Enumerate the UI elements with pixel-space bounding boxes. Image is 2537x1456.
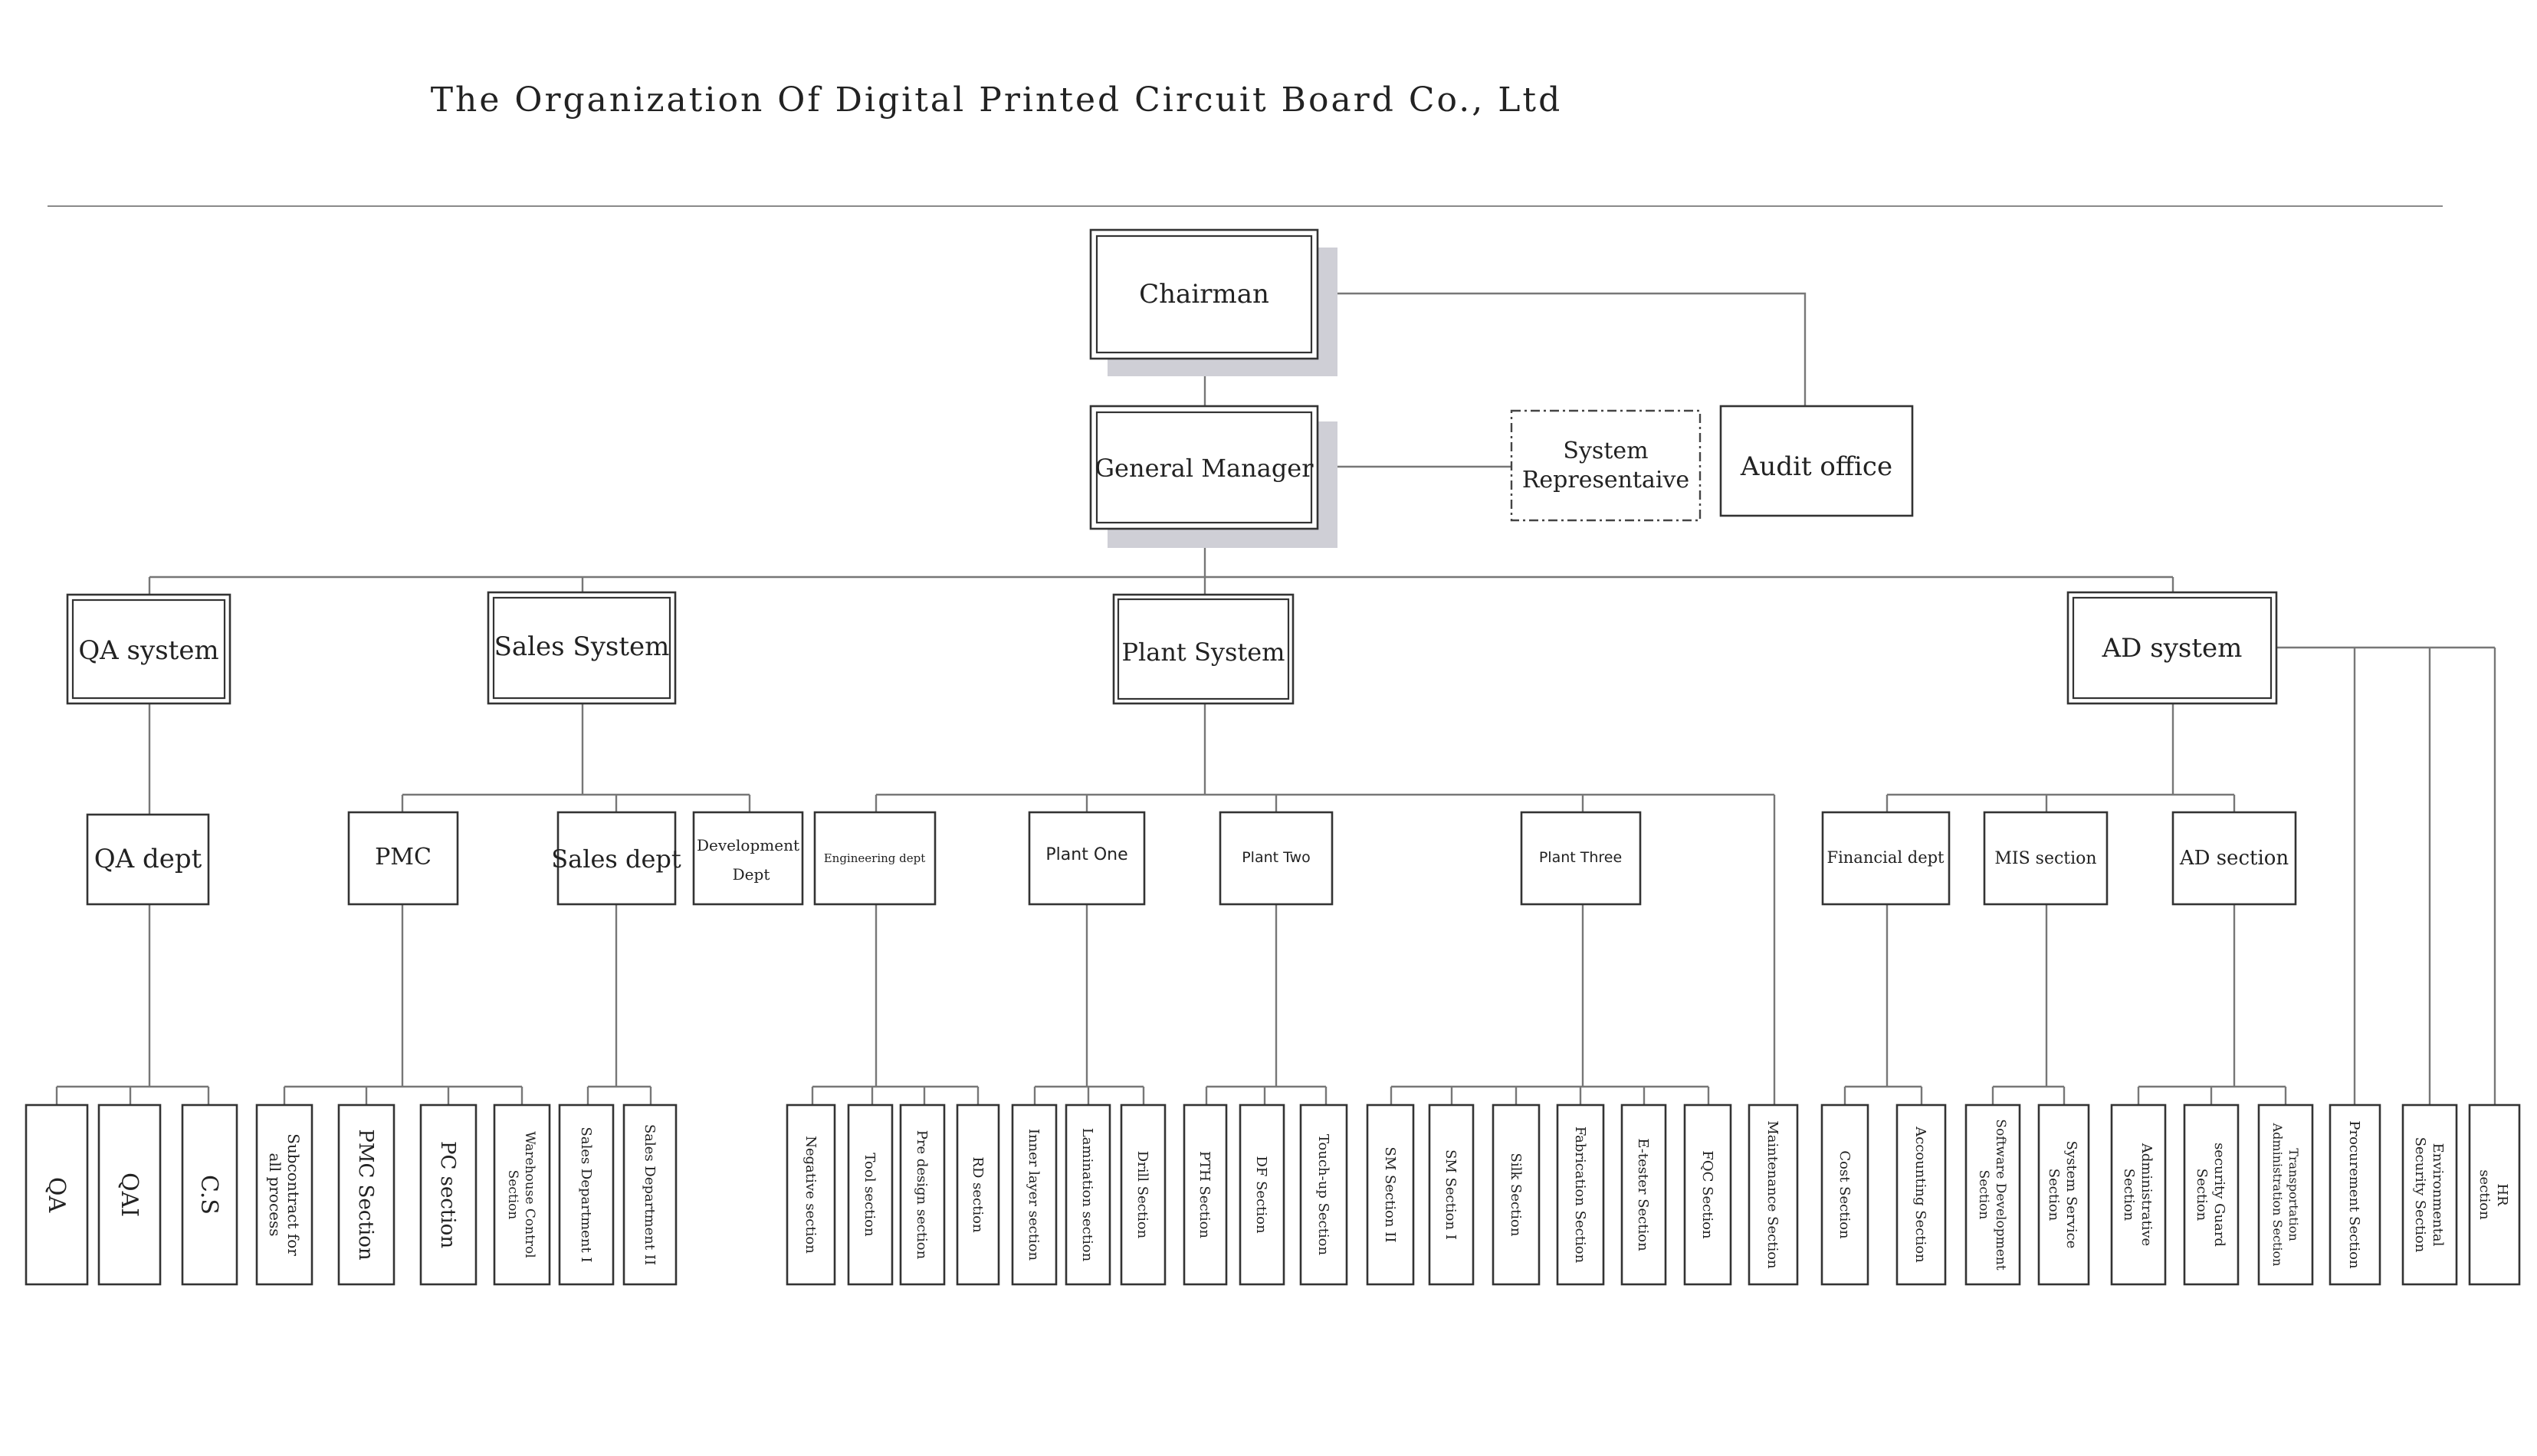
qa-dept-node: QA dept	[86, 813, 210, 906]
section-pth: PTH Section	[1196, 1151, 1213, 1238]
general-manager-node: General Manager	[1089, 405, 1337, 548]
section-subcontract-2: all process	[266, 1153, 284, 1236]
ad-section-node: AD section	[2171, 811, 2297, 906]
section-hr-1: HR	[2494, 1183, 2510, 1206]
section-cost: Cost Section	[1836, 1150, 1853, 1239]
section-maintenance: Maintenance Section	[1764, 1120, 1780, 1269]
development-dept-label-1: Development	[697, 836, 799, 854]
section-tool: Tool section	[862, 1153, 878, 1237]
sales-dept-node: Sales dept	[551, 811, 681, 906]
section-software-dev-1: Software Development	[1993, 1119, 2008, 1270]
section-environmental-2: Security Section	[2412, 1137, 2428, 1253]
section-drill: Drill Section	[1134, 1151, 1150, 1239]
section-negative: Negative section	[802, 1136, 819, 1254]
section-pre-design: Pre design section	[914, 1130, 930, 1260]
development-dept-node: Development Dept	[692, 811, 804, 906]
qa-dept-label: QA dept	[94, 844, 202, 874]
section-inner-layer: Inner layer section	[1026, 1129, 1042, 1261]
pmc-label: PMC	[375, 844, 432, 871]
section-lamination: Lamination section	[1079, 1128, 1095, 1262]
chairman-node: Chairman	[1089, 228, 1337, 376]
section-warehouse-1: Warehouse Control	[522, 1131, 537, 1258]
financial-dept-node: Financial dept	[1821, 811, 1951, 906]
section-sales-2: Sales Department II	[642, 1124, 658, 1265]
system-representative-label-2: Representaive	[1522, 467, 1689, 494]
section-silk: Silk Section	[1508, 1153, 1524, 1237]
mis-section-node: MIS section	[1983, 811, 2109, 906]
section-administrative-2: Section	[2121, 1169, 2137, 1222]
audit-office-node: Audit office	[1719, 405, 1914, 517]
plant-one-node: Plant One	[1028, 811, 1146, 906]
ad-system-label: AD system	[2102, 633, 2243, 664]
connector-lines	[55, 292, 2496, 1105]
section-cs: C.S	[195, 1175, 222, 1215]
sales-dept-label: Sales dept	[551, 844, 681, 874]
system-representative-node: System Representaive	[1510, 409, 1702, 522]
plant-system-node: Plant System	[1112, 593, 1295, 705]
section-hr-2: section	[2476, 1169, 2493, 1220]
engineering-dept-node: Engineering dept	[813, 811, 937, 906]
system-representative-label-1: System	[1563, 438, 1648, 464]
section-security-guard-1: security Guard	[2211, 1143, 2227, 1247]
chairman-label: Chairman	[1139, 279, 1269, 310]
qa-system-node: QA system	[66, 593, 231, 705]
audit-office-label: Audit office	[1740, 451, 1892, 482]
ad-section-label: AD section	[2179, 847, 2289, 870]
pmc-node: PMC	[347, 811, 459, 906]
section-software-dev-2: Section	[1976, 1170, 1991, 1220]
development-dept-label-2: Dept	[733, 865, 770, 884]
sales-system-label: Sales System	[494, 631, 670, 662]
section-df: DF Section	[1253, 1156, 1269, 1234]
financial-dept-label: Financial dept	[1827, 848, 1945, 867]
title-divider	[48, 205, 2443, 207]
section-qai: QAI	[116, 1172, 143, 1217]
section-rd: RD section	[970, 1156, 986, 1233]
section-administrative-1: Administrative	[2138, 1143, 2155, 1246]
section-e-tester: E-tester Section	[1635, 1138, 1651, 1251]
section-pmc: PMC Section	[354, 1129, 377, 1260]
section-transportation-1: Transportation	[2286, 1148, 2301, 1241]
mis-section-label: MIS section	[1994, 849, 2096, 868]
plant-one-label: Plant One	[1045, 845, 1127, 864]
engineering-dept-label: Engineering dept	[824, 851, 926, 865]
section-sm-1: SM Section I	[1442, 1149, 1459, 1240]
section-system-service-1: System Service	[2063, 1141, 2079, 1249]
section-pc: PC section	[436, 1141, 459, 1248]
plant-three-label: Plant Three	[1539, 849, 1622, 866]
section-sm-2: SM Section II	[1382, 1147, 1398, 1243]
section-security-guard-2: Section	[2194, 1169, 2210, 1222]
section-accounting: Accounting Section	[1912, 1126, 1928, 1263]
section-touch-up: Touch-up Section	[1315, 1134, 1331, 1256]
section-transportation-2: Administration Section	[2270, 1123, 2285, 1267]
page-title: The Organization Of Digital Printed Circ…	[430, 80, 1563, 120]
section-subcontract-1: Subcontract for	[284, 1133, 303, 1256]
section-procurement: Procurement Section	[2346, 1120, 2362, 1269]
section-sales-1: Sales Department I	[578, 1127, 594, 1263]
sales-system-node: Sales System	[487, 591, 677, 705]
plant-two-label: Plant Two	[1242, 849, 1311, 866]
ad-system-node: AD system	[2066, 591, 2278, 705]
general-manager-label: General Manager	[1095, 454, 1314, 483]
qa-system-label: QA system	[78, 635, 218, 666]
section-fabrication: Fabrication Section	[1572, 1126, 1588, 1264]
section-row: QA QAI C.S Subcontract for all process P…	[25, 1103, 2521, 1286]
section-environmental-1: Environmental	[2430, 1143, 2446, 1247]
section-fqc: FQC Section	[1699, 1150, 1715, 1239]
plant-two-node: Plant Two	[1219, 811, 1334, 906]
section-warehouse-2: Section	[505, 1170, 520, 1220]
plant-three-node: Plant Three	[1520, 811, 1642, 906]
section-system-service-2: Section	[2046, 1169, 2062, 1222]
plant-system-label: Plant System	[1121, 638, 1285, 667]
section-qa: QA	[43, 1177, 70, 1213]
